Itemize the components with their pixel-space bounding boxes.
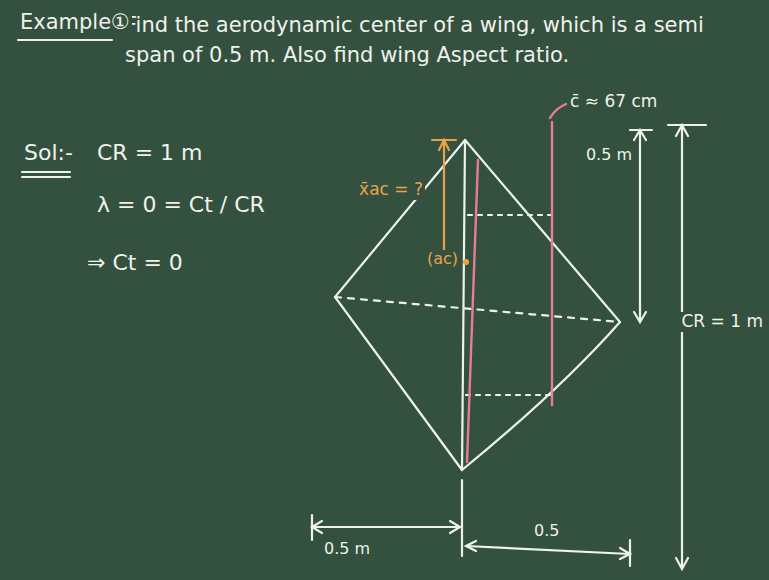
problem-statement: Find the aerodynamic center of a wing, w… bbox=[125, 10, 755, 71]
root-chord-value: CR = 1 m bbox=[95, 140, 205, 165]
semi-span-dimension: 0.5 bbox=[532, 522, 561, 540]
tip-chord-value: ⇒ Ct = 0 bbox=[85, 250, 185, 275]
semi-span-dimension: 0.5 m bbox=[584, 146, 634, 164]
solution-heading: Sol:- bbox=[22, 140, 75, 165]
ac-mark: (ac) bbox=[425, 250, 460, 268]
example-heading: Example① bbox=[18, 10, 132, 34]
taper-ratio: λ = 0 = Ct / CR bbox=[95, 192, 267, 217]
semi-span-dimension: 0.5 m bbox=[322, 540, 372, 558]
mean-chord-value: c̄ ≈ 67 cm bbox=[568, 92, 659, 112]
root-chord-dimension: CR = 1 m bbox=[679, 312, 765, 332]
ac-distance: x̄ac = ? bbox=[357, 180, 425, 200]
